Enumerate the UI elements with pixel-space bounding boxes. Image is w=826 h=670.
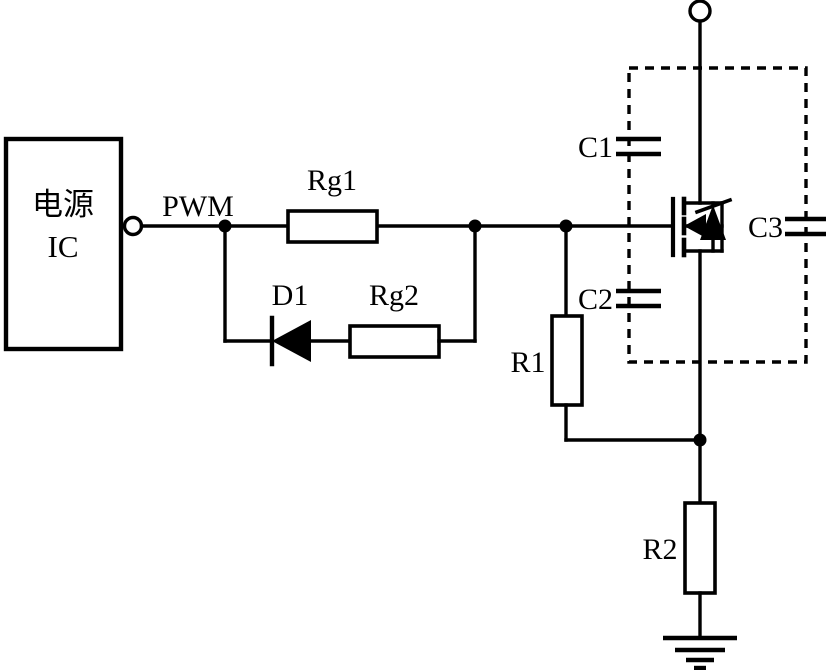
parasitic-model-boundary [627,66,808,364]
dashed-boundary-rect [627,66,808,364]
r1-body [550,314,584,407]
source-rail [693,249,707,505]
pwm-terminal: PWM [122,190,234,237]
ic-label-line2: IC [48,229,79,264]
capacitor-c3: C3 [748,211,826,244]
r2-body [683,501,717,595]
ic-body-rect [3,136,124,352]
r2-label: R2 [642,533,677,566]
ic-label-line1: 电源 [32,187,94,223]
c1-label: C1 [578,131,613,164]
d1-label: D1 [272,279,309,312]
rg2-label: Rg2 [369,279,419,312]
capacitor-c1: C1 [578,131,661,164]
ground-symbol [663,635,737,670]
c3-label: C3 [748,211,783,244]
junction-dot-source [693,433,707,447]
rg1-body [286,209,379,244]
rg1-label: Rg1 [307,164,357,197]
bypass-branch-d1-rg2: D1 Rg2 [223,224,477,367]
rg2-body [348,324,441,359]
drain-terminal-circle [688,0,712,23]
power-ic-block: 电源 IC [3,136,124,352]
capacitor-c2: C2 [578,283,661,316]
d1-anode-triangle [272,320,311,362]
resistor-r2: R2 [642,501,717,640]
gate-drive-net [139,219,675,233]
resistor-rg1: Rg1 [286,164,379,244]
mosfet-q1 [670,196,733,258]
body-diode-triangle [700,205,726,240]
drain-rail [688,0,712,205]
pwm-terminal-circle [122,215,144,237]
r1-label: R1 [510,346,545,379]
pwm-label: PWM [162,190,234,223]
resistor-r1: R1 [510,224,702,442]
c2-label: C2 [578,283,613,316]
